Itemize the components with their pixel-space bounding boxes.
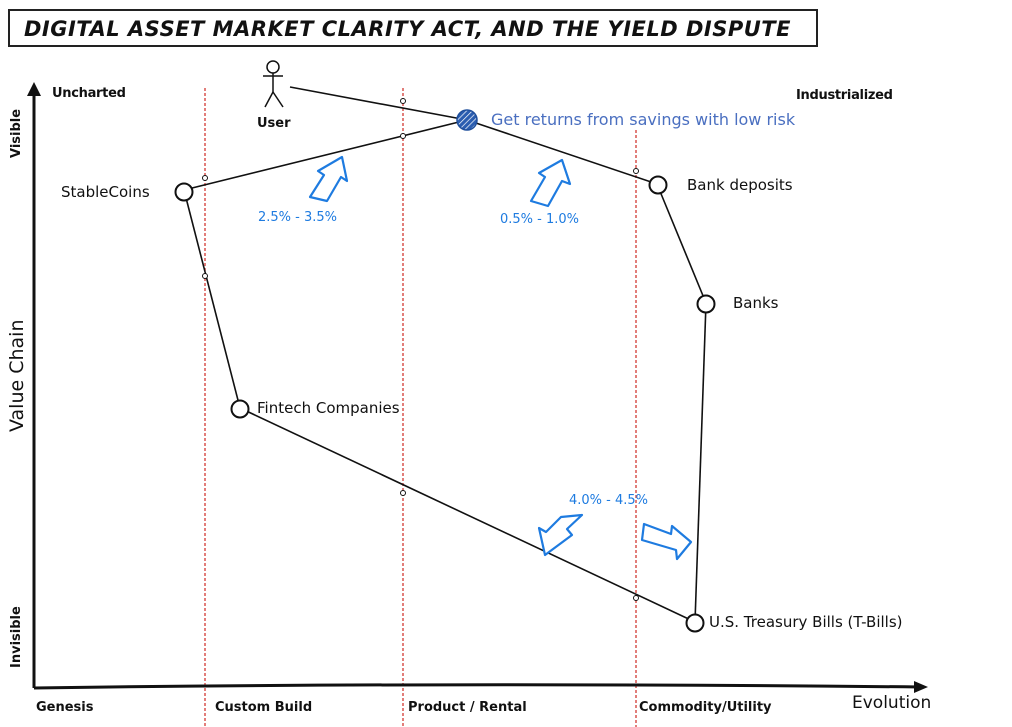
y-axis-arrowhead — [27, 82, 41, 96]
arrow-up-bankdeposits-icon — [529, 158, 572, 208]
tbills-node[interactable] — [685, 613, 705, 633]
link-bankdeposits-banks — [656, 183, 707, 304]
link-fintech-tbills — [239, 407, 696, 623]
arrow-down-left-tbills-icon — [537, 513, 584, 557]
arrow-right-tbills-icon — [640, 522, 693, 561]
link-user-need — [289, 86, 468, 121]
fintech-label[interactable]: Fintech Companies — [257, 399, 400, 417]
banks-label[interactable]: Banks — [733, 294, 779, 312]
bank-deposits-label[interactable]: Bank deposits — [687, 176, 793, 194]
tbills-label[interactable]: U.S. Treasury Bills (T-Bills) — [709, 613, 903, 631]
need-label[interactable]: Get returns from savings with low risk — [491, 110, 796, 129]
bank-deposits-node[interactable] — [648, 175, 668, 195]
stage-product-rental: Product / Rental — [408, 700, 527, 715]
y-axis-top-label: Visible — [9, 108, 24, 158]
link-need-bankdeposits — [466, 119, 658, 185]
banks-node[interactable] — [696, 294, 716, 314]
x-axis-arrowhead — [914, 681, 928, 693]
arrow-up-stablecoins-icon — [308, 155, 349, 203]
user-icon — [263, 60, 284, 108]
x-axis — [33, 683, 921, 690]
corner-uncharted: Uncharted — [52, 86, 126, 101]
page-title: Digital Asset Market Clarity Act, and th… — [24, 17, 791, 41]
user-label: User — [257, 116, 291, 131]
y-axis-bottom-label: Invisible — [9, 606, 24, 668]
stage-genesis: Genesis — [36, 700, 94, 715]
yield-bank-deposits: 0.5% - 1.0% — [500, 212, 580, 227]
link-banks-tbills — [694, 302, 707, 623]
title-box: Digital Asset Market Clarity Act, and th… — [8, 9, 818, 47]
stablecoins-node[interactable] — [174, 182, 194, 202]
need-node[interactable] — [456, 109, 478, 131]
link-need-stablecoins — [183, 119, 468, 191]
y-axis-label: Value Chain — [6, 319, 28, 433]
yield-tbills: 4.0% - 4.5% — [569, 493, 649, 508]
x-axis-label: Evolution — [852, 693, 932, 713]
fintech-node[interactable] — [230, 399, 250, 419]
stablecoins-label[interactable]: StableCoins — [61, 183, 150, 201]
stage-custom-build: Custom Build — [215, 700, 313, 715]
corner-industrialized: Industrialized — [796, 88, 893, 103]
link-stablecoins-fintech — [183, 189, 241, 409]
stage-commodity: Commodity/Utility — [639, 700, 772, 715]
yield-stablecoins: 2.5% - 3.5% — [258, 210, 338, 225]
